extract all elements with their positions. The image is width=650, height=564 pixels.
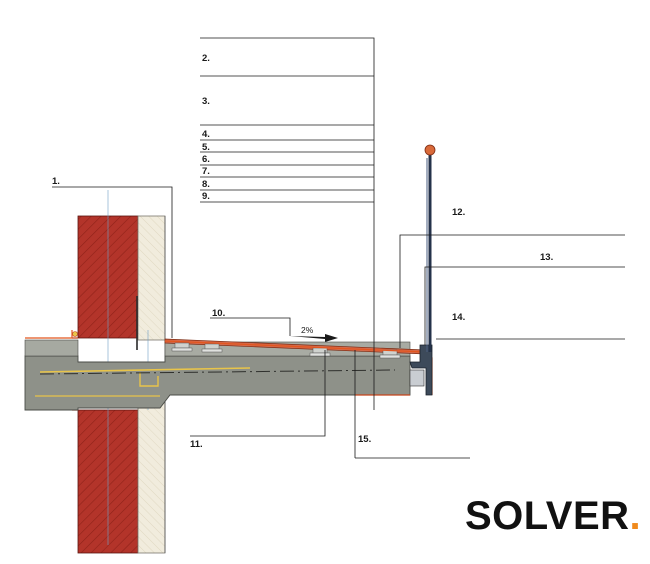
- callout-7: 7.: [202, 166, 210, 177]
- callout-12: 12.: [452, 207, 465, 218]
- slope-arrow: [290, 334, 338, 342]
- concrete-slab: [24, 355, 411, 411]
- callout-6: 6.: [202, 154, 210, 165]
- callout-14: 14.: [452, 312, 465, 323]
- callout-10: 10.: [212, 308, 225, 319]
- callout-5: 5.: [202, 142, 210, 153]
- pedestal-3: [309, 347, 331, 357]
- callout-11: 11.: [190, 439, 203, 450]
- logo-wordmark: SOLVER: [465, 494, 630, 538]
- edge-profile: [409, 344, 433, 396]
- membrane-seal: [72, 331, 78, 337]
- rebar-hook: [139, 372, 159, 387]
- railing-cap: [424, 144, 436, 156]
- slope-label: 2%: [301, 325, 314, 335]
- wall-insulation-upper: [137, 215, 166, 341]
- callout-3: 3.: [202, 96, 210, 107]
- callout-4: 4.: [202, 129, 210, 140]
- rebar-top: [39, 367, 251, 373]
- leader-lines: [52, 37, 625, 459]
- solver-logo: SOLVER.: [465, 492, 641, 540]
- callout-9: 9.: [202, 191, 210, 202]
- callout-13: 13.: [540, 252, 553, 263]
- slab-upper-layer: [24, 339, 79, 357]
- edge-bracket: [409, 369, 425, 387]
- callout-8: 8.: [202, 179, 210, 190]
- pedestal-1: [171, 342, 193, 352]
- callout-1: 1.: [52, 176, 60, 187]
- wall-insulation-lower: [137, 395, 166, 554]
- logo-dot: .: [629, 494, 642, 538]
- callout-15: 15.: [358, 434, 371, 445]
- callout-2: 2.: [202, 53, 210, 64]
- pedestal-2: [201, 343, 223, 353]
- rebar-dash: [39, 369, 396, 375]
